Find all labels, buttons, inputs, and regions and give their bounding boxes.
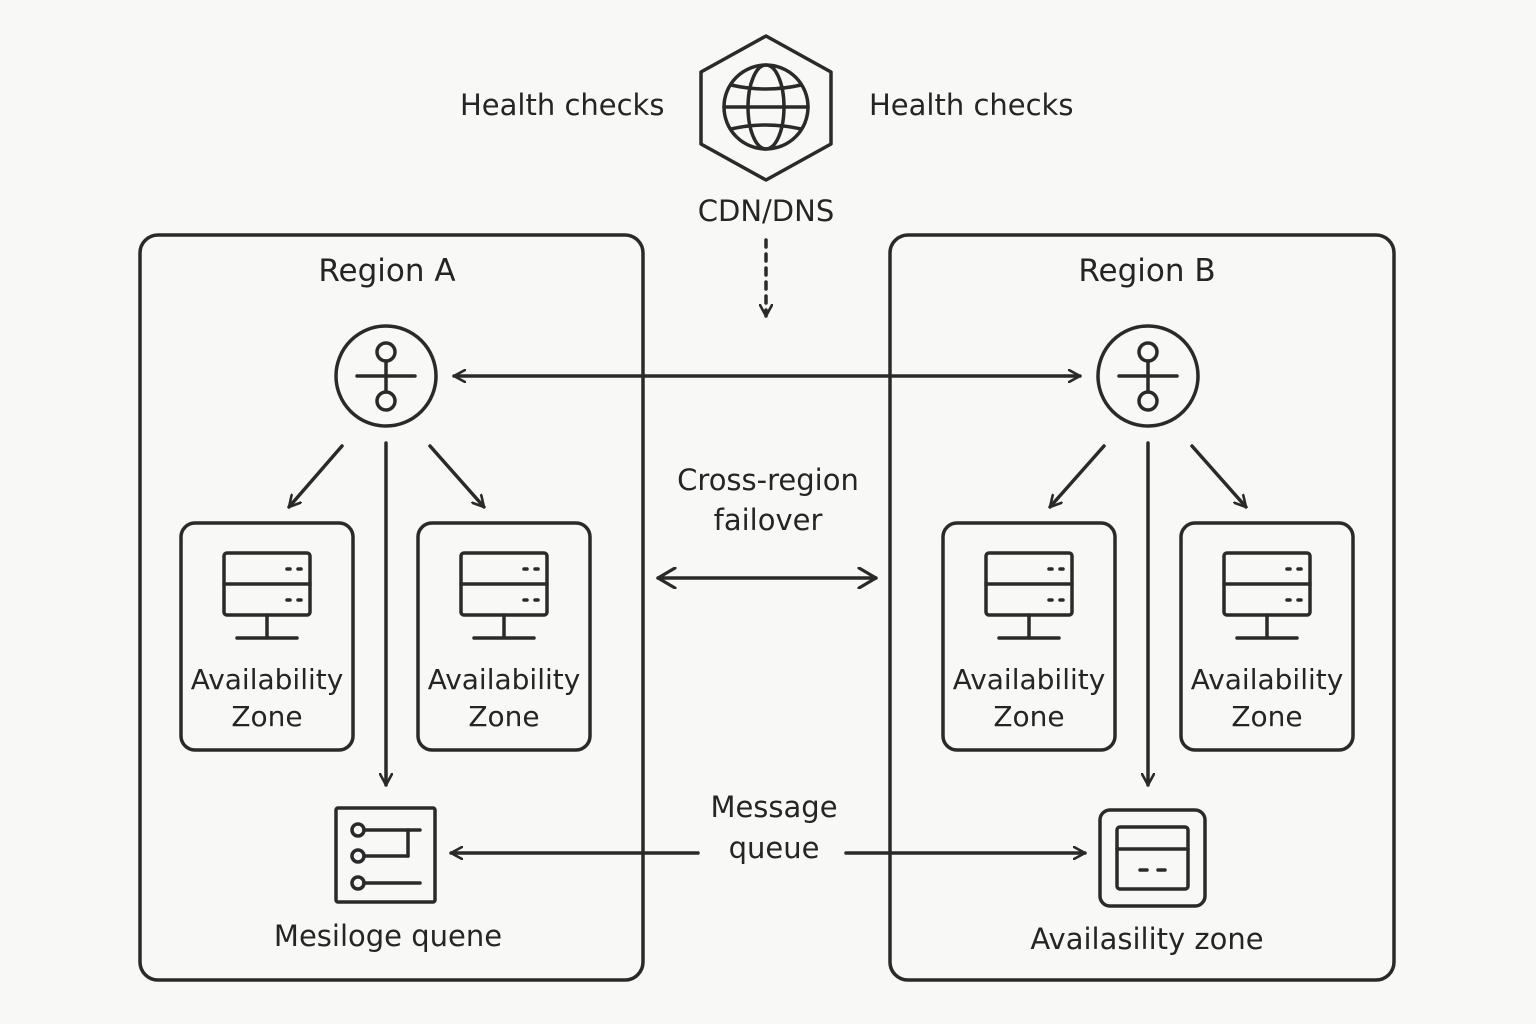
- server-icon: [459, 551, 549, 640]
- health-checks-right: Health checks: [869, 88, 1074, 122]
- region-a-load-balancer-icon: [334, 324, 438, 428]
- region-b-load-balancer-icon: [1096, 324, 1200, 428]
- region-a-zone-2-label: Availability Zone: [418, 661, 590, 735]
- queue-line-1: Message: [710, 790, 838, 824]
- message-queue-icon: [334, 806, 437, 904]
- region-b-frame: [888, 233, 1396, 982]
- zone-line-2: Zone: [231, 700, 303, 733]
- zone-line-1: Availability: [427, 663, 581, 696]
- health-checks-left: Health checks: [460, 88, 665, 122]
- queue-line-2: queue: [728, 831, 820, 865]
- message-queue-link-label: Message queue: [664, 787, 884, 869]
- region-a-zone-1-label: Availability Zone: [181, 661, 353, 735]
- zone-line-1: Availability: [1190, 663, 1344, 696]
- zone-line-2: Zone: [993, 700, 1065, 733]
- region-b-zone-2-label: Availability Zone: [1181, 661, 1353, 735]
- region-b-title: Region B: [1078, 253, 1216, 289]
- server-icon: [222, 551, 312, 640]
- region-b-zone-1-label: Availability Zone: [943, 661, 1115, 735]
- region-a-arrow-right: [428, 444, 486, 509]
- region-a-title: Region A: [318, 253, 456, 289]
- zone-line-1: Availability: [190, 663, 344, 696]
- globe-icon: [699, 34, 833, 182]
- region-b-arrow-left: [1048, 444, 1106, 509]
- zone-line-2: Zone: [468, 700, 540, 733]
- region-b-arrow-right: [1190, 444, 1248, 509]
- region-b-zone-1-box: [941, 521, 1117, 752]
- zone-line-2: Zone: [1231, 700, 1303, 733]
- failover-line-2: failover: [713, 503, 823, 537]
- failover-line-1: Cross-region: [677, 463, 859, 497]
- cdn-dns-label: CDN/DNS: [697, 194, 835, 228]
- server-icon: [1222, 551, 1312, 640]
- region-a-zone-2-box: [416, 521, 592, 752]
- region-a-zone-1-box: [179, 521, 355, 752]
- region-a-bottom-label: Mesiloge quene: [273, 919, 503, 953]
- storage-icon: [1098, 808, 1207, 908]
- server-icon: [984, 551, 1074, 640]
- zone-line-1: Availability: [952, 663, 1106, 696]
- region-b-bottom-label: Availasility zone: [1030, 922, 1264, 956]
- region-a-arrow-left: [287, 444, 344, 509]
- failover-label: Cross-region failover: [648, 460, 888, 540]
- region-a-frame: [138, 233, 645, 982]
- region-b-zone-2-box: [1179, 521, 1355, 752]
